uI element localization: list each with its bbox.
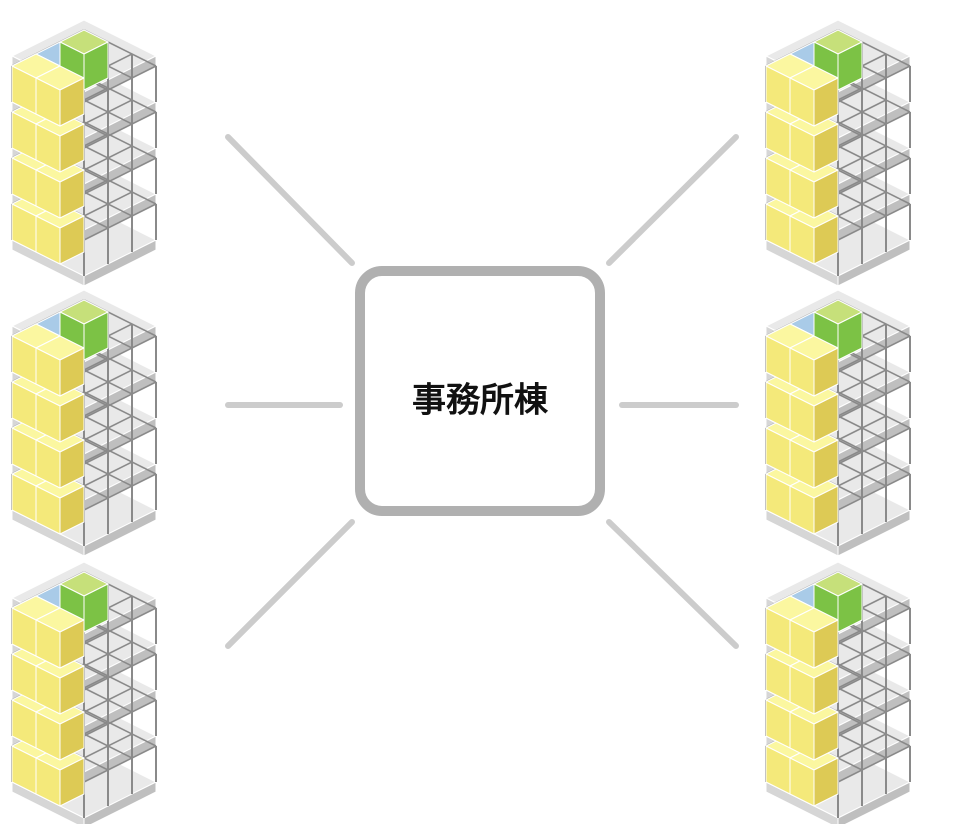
connector-line — [225, 519, 355, 649]
frame-line — [83, 709, 157, 747]
frame-line — [83, 437, 157, 475]
office-unit — [59, 619, 85, 669]
frame-line — [837, 203, 911, 241]
frame-line — [83, 335, 157, 373]
building-icon-bottom-right — [765, 561, 911, 824]
office-unit — [813, 439, 839, 489]
frame-line — [83, 391, 157, 429]
office-unit — [813, 77, 839, 127]
frame-line — [837, 699, 911, 737]
office-unit — [813, 393, 839, 443]
frame-line — [83, 157, 157, 195]
common-unit — [83, 583, 109, 633]
frame-line — [837, 427, 911, 465]
office-unit — [59, 169, 85, 219]
building-icons — [11, 19, 911, 824]
building-icon-middle-right — [765, 289, 911, 557]
office-unit — [59, 123, 85, 173]
frame-line — [83, 111, 157, 149]
building-icon-bottom-left — [11, 561, 157, 824]
frame-line — [83, 203, 157, 241]
office-unit — [59, 485, 85, 535]
frame-line — [837, 381, 911, 419]
office-unit — [59, 757, 85, 807]
frame-line — [83, 473, 157, 511]
frame-line — [83, 427, 157, 465]
frame-line — [837, 607, 911, 645]
frame-line — [83, 167, 157, 205]
frame-line — [837, 473, 911, 511]
frame-line — [837, 157, 911, 195]
common-unit — [83, 41, 109, 91]
frame-line — [837, 391, 911, 429]
building-icon-top-left — [11, 19, 157, 287]
frame-line — [837, 167, 911, 205]
building-icon-middle-left — [11, 289, 157, 557]
frame-line — [837, 111, 911, 149]
frame-line — [837, 653, 911, 691]
office-unit — [59, 439, 85, 489]
connector-lines — [225, 134, 739, 649]
frame-line — [83, 121, 157, 159]
common-unit — [83, 311, 109, 361]
frame-line — [83, 745, 157, 783]
frame-line — [837, 437, 911, 475]
office-unit — [813, 757, 839, 807]
frame-line — [83, 663, 157, 701]
common-unit — [837, 311, 863, 361]
office-unit — [813, 215, 839, 265]
office-unit — [813, 485, 839, 535]
building-icon-top-right — [765, 19, 911, 287]
office-unit — [59, 77, 85, 127]
frame-line — [83, 699, 157, 737]
frame-line — [83, 607, 157, 645]
hub-label: 事務所棟 — [412, 381, 549, 421]
office-unit — [59, 711, 85, 761]
office-unit — [59, 347, 85, 397]
office-unit — [813, 665, 839, 715]
frame-line — [83, 653, 157, 691]
frame-line — [837, 335, 911, 373]
connector-line — [606, 134, 739, 266]
frame-line — [837, 121, 911, 159]
hub-box — [355, 266, 605, 516]
office-unit — [813, 347, 839, 397]
frame-line — [83, 381, 157, 419]
office-unit — [813, 123, 839, 173]
office-building-hub: 事務所棟 — [355, 266, 605, 516]
office-unit — [59, 393, 85, 443]
office-unit — [59, 665, 85, 715]
frame-line — [837, 663, 911, 701]
office-unit — [59, 215, 85, 265]
connector-line — [606, 519, 739, 649]
common-unit — [837, 41, 863, 91]
frame-line — [83, 65, 157, 103]
office-unit — [813, 711, 839, 761]
office-unit — [813, 169, 839, 219]
frame-line — [837, 709, 911, 747]
frame-line — [837, 745, 911, 783]
common-unit — [837, 583, 863, 633]
frame-line — [837, 65, 911, 103]
office-unit — [813, 619, 839, 669]
connector-line — [225, 134, 355, 266]
